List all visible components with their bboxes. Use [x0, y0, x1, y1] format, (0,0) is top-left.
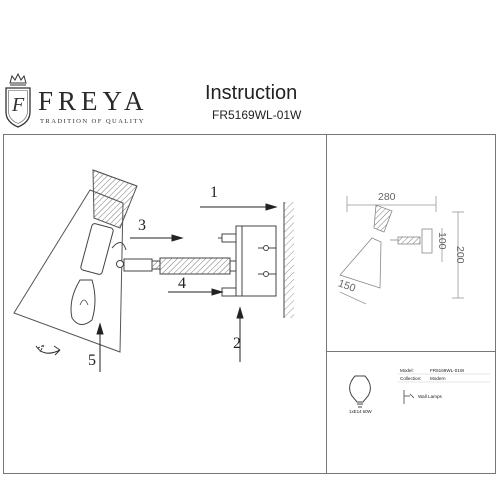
frame-divider-horizontal — [326, 351, 496, 352]
bulb-spec: 1xE14 60W — [349, 409, 372, 414]
drawing-frame — [3, 134, 496, 474]
collection-label: Collection: — [400, 376, 422, 381]
brand-tagline: TRADITION OF QUALITY — [40, 118, 145, 125]
type-label: Wall Lamps — [418, 394, 442, 399]
model-label: Model: — [400, 368, 414, 373]
model-value: FR5169WL-01W — [430, 368, 465, 373]
step-1-label: 1 — [210, 184, 218, 201]
document-title: Instruction — [205, 82, 298, 104]
shield-icon — [5, 87, 31, 128]
dimension-width: 280 — [378, 191, 396, 203]
bulb-icon — [70, 223, 114, 325]
step-2-label: 2 — [233, 335, 241, 352]
lamp-shade — [13, 169, 138, 353]
model-code: FR5169WL-01W — [212, 108, 302, 122]
step-3-label: 3 — [138, 217, 146, 234]
lamp-arm — [159, 257, 231, 275]
step-arrows — [96, 203, 278, 372]
wall — [283, 202, 294, 318]
frame-divider-vertical — [326, 134, 327, 474]
dimension-height: 200 — [454, 246, 466, 264]
info-box-rule — [398, 373, 490, 383]
brand-name: FREYA — [38, 86, 149, 116]
step-4-label: 4 — [178, 275, 186, 292]
wall-plate — [218, 225, 277, 297]
dimension-drawing — [339, 196, 464, 305]
monogram: F — [12, 94, 25, 116]
rotate-arrow-icon — [35, 343, 61, 356]
crown-icon — [9, 72, 27, 86]
step-5-label: 5 — [88, 352, 96, 369]
bulb-spec-icon — [349, 375, 371, 408]
dimension-plate: 100 — [436, 232, 448, 250]
hinge-joint — [111, 242, 161, 272]
wall-lamp-icon — [403, 390, 415, 404]
collection-value: Modern — [430, 376, 446, 381]
